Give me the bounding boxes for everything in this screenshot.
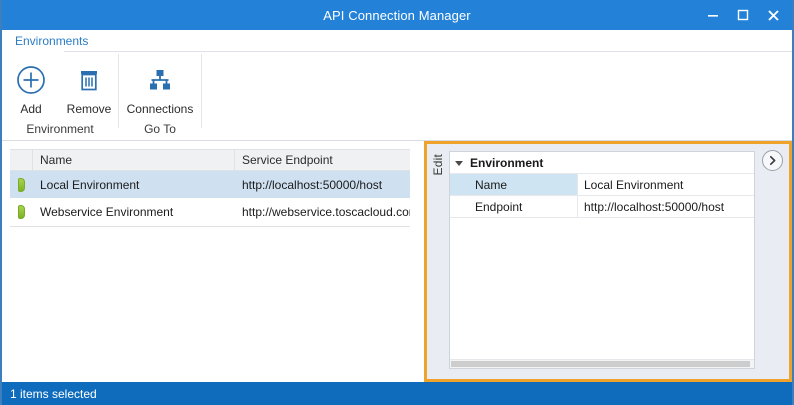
property-row-endpoint[interactable]: Endpoint http://localhost:50000/host (450, 196, 754, 218)
close-icon (767, 9, 779, 21)
add-circle-icon (15, 62, 47, 98)
grid-column-indicator[interactable] (10, 150, 33, 170)
chevron-right-circle-icon (769, 155, 776, 166)
property-group-title: Environment (470, 155, 544, 170)
edit-panel: Edit Environment Name Local Environment … (424, 141, 792, 382)
property-grid-empty-area (450, 218, 754, 359)
property-label-endpoint: Endpoint (450, 196, 578, 217)
row-name-cell: Local Environment (40, 177, 140, 192)
row-name-cell: Webservice Environment (40, 204, 174, 219)
row-indicator-cell (10, 171, 33, 198)
property-grid: Environment Name Local Environment Endpo… (449, 151, 755, 369)
table-row[interactable]: Local Environment http://localhost:50000… (10, 171, 410, 198)
edit-panel-tabstrip: Edit (427, 144, 449, 379)
main-content: Name Service Endpoint Local Environment … (2, 141, 792, 382)
environment-chip-icon (18, 177, 25, 192)
status-bar: 1 items selected (2, 382, 792, 405)
scrollbar-thumb[interactable] (451, 361, 750, 367)
ribbon-group-goto: Connections Go To (119, 52, 201, 140)
property-row-name[interactable]: Name Local Environment (450, 174, 754, 196)
ribbon: Environments Add (2, 30, 792, 141)
ribbon-group-divider-2 (201, 54, 202, 128)
ribbon-group-divider-1 (118, 54, 119, 128)
add-button-label: Add (20, 102, 42, 116)
connections-button-label: Connections (126, 102, 194, 116)
trash-icon (73, 62, 105, 98)
grid-body: Local Environment http://localhost:50000… (10, 171, 410, 382)
collapse-triangle-icon[interactable] (455, 160, 463, 166)
tab-environments[interactable]: Environments (15, 34, 89, 48)
minimize-button[interactable] (698, 2, 728, 28)
status-bar-text: 1 items selected (10, 386, 97, 401)
ribbon-group-environment-items: Add Remove (2, 52, 118, 118)
window-controls (698, 0, 788, 30)
expand-panel-button[interactable] (762, 150, 783, 171)
property-value-endpoint[interactable]: http://localhost:50000/host (578, 196, 754, 217)
ribbon-group-goto-items: Connections (119, 52, 201, 118)
ribbon-group-goto-label: Go To (144, 122, 176, 136)
remove-button[interactable]: Remove (60, 58, 118, 116)
connections-button[interactable]: Connections (119, 58, 201, 116)
row-indicator-cell (10, 198, 33, 225)
tab-edit[interactable]: Edit (431, 154, 445, 176)
grid-header-row: Name Service Endpoint (10, 149, 410, 171)
title-bar: API Connection Manager (2, 0, 792, 30)
maximize-button[interactable] (728, 2, 758, 28)
ribbon-group-environment: Add Remove Environment (2, 52, 118, 140)
ribbon-tabstrip: Environments (2, 30, 792, 52)
ribbon-tab-underline (64, 51, 792, 52)
property-grid-horizontal-scrollbar[interactable] (450, 359, 754, 368)
row-endpoint-cell: http://localhost:50000/host (242, 177, 383, 192)
maximize-icon (737, 9, 749, 21)
table-row[interactable]: Webservice Environment http://webservice… (10, 198, 410, 225)
ribbon-group-environment-label: Environment (26, 122, 94, 136)
row-endpoint-cell: http://webservice.toscacloud.com (242, 204, 410, 219)
add-button[interactable]: Add (2, 58, 60, 116)
property-label-name: Name (450, 174, 578, 195)
grid-end-divider (10, 226, 410, 227)
close-button[interactable] (758, 2, 788, 28)
remove-button-label: Remove (66, 102, 112, 116)
ribbon-body: Add Remove Environment (2, 52, 792, 140)
property-value-name[interactable]: Local Environment (578, 174, 754, 195)
environment-chip-icon (18, 204, 25, 219)
window-title: API Connection Manager (323, 7, 471, 23)
connections-hierarchy-icon (144, 62, 176, 98)
minimize-icon (708, 15, 718, 17)
environments-grid: Name Service Endpoint Local Environment … (2, 141, 420, 382)
property-group-header[interactable]: Environment (450, 152, 754, 174)
grid-column-service-endpoint[interactable]: Service Endpoint (242, 153, 333, 167)
grid-column-name[interactable]: Name (33, 150, 235, 170)
